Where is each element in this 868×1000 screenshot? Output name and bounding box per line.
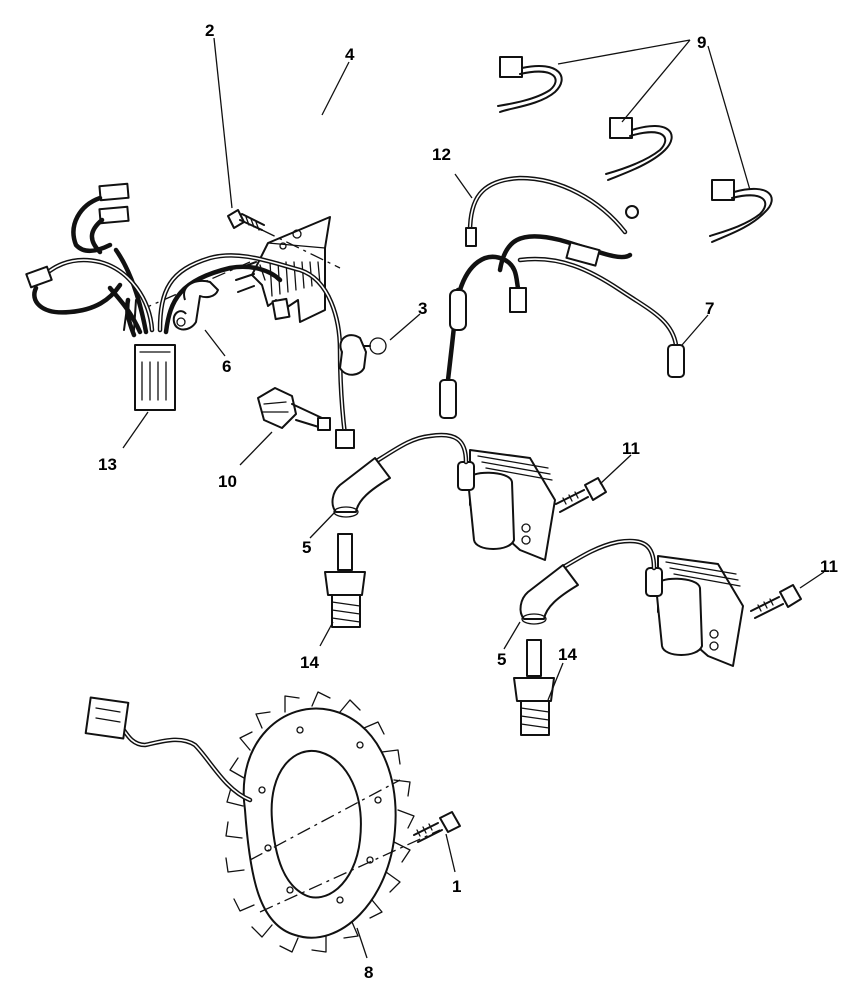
- callout-14-upper: 14: [300, 653, 319, 672]
- callout-2: 2: [205, 21, 214, 40]
- callout-7: 7: [705, 299, 714, 318]
- clamp-part-6: [172, 280, 219, 331]
- clamp-part-3: [339, 334, 387, 376]
- screw-part-11-lower: [750, 584, 802, 619]
- ignition-coil-upper: [457, 449, 556, 561]
- callout-labels: 2 4 9 12 3 7 6 13 10 5 14 11 11 5 14 1 8: [98, 21, 838, 982]
- cable-ties-part-9: [497, 56, 773, 243]
- callout-5-upper: 5: [302, 538, 311, 557]
- callout-leaders: [122, 37, 825, 959]
- ignition-coil-lower: [645, 555, 744, 667]
- stator-part-8: [84, 691, 415, 953]
- oil-pressure-switch-part-10: [257, 387, 331, 431]
- spark-plug-boot-part-5-lower: [519, 564, 579, 625]
- callout-6: 6: [222, 357, 231, 376]
- callout-14-lower: 14: [558, 645, 577, 664]
- screw-part-11-upper: [555, 477, 607, 513]
- callout-12: 12: [432, 145, 451, 164]
- spark-plug-part-14-lower: [513, 639, 555, 736]
- callout-5-lower: 5: [497, 650, 506, 669]
- stator-axis-line-2: [259, 829, 441, 913]
- screw-part-1: [413, 811, 461, 843]
- spark-plug-lead-lower: [559, 538, 657, 571]
- spark-plug-boot-part-5-upper: [331, 457, 391, 518]
- wiring-harness-part-13: [25, 182, 355, 449]
- callout-4: 4: [345, 45, 355, 64]
- callout-9: 9: [697, 33, 706, 52]
- spark-plug-lead-upper: [372, 432, 469, 465]
- harness-part-12: [465, 175, 639, 273]
- callout-1: 1: [452, 877, 461, 896]
- spark-plug-part-14-upper: [324, 533, 366, 628]
- stator-axis-line-1: [249, 779, 401, 861]
- callout-3: 3: [418, 299, 427, 318]
- callout-13: 13: [98, 455, 117, 474]
- harness-part-7: [439, 254, 685, 419]
- callout-8: 8: [364, 963, 373, 982]
- screw-part-2: [227, 209, 265, 231]
- callout-10: 10: [218, 472, 237, 491]
- callout-11-upper: 11: [622, 439, 640, 458]
- callout-11-lower: 11: [820, 557, 838, 576]
